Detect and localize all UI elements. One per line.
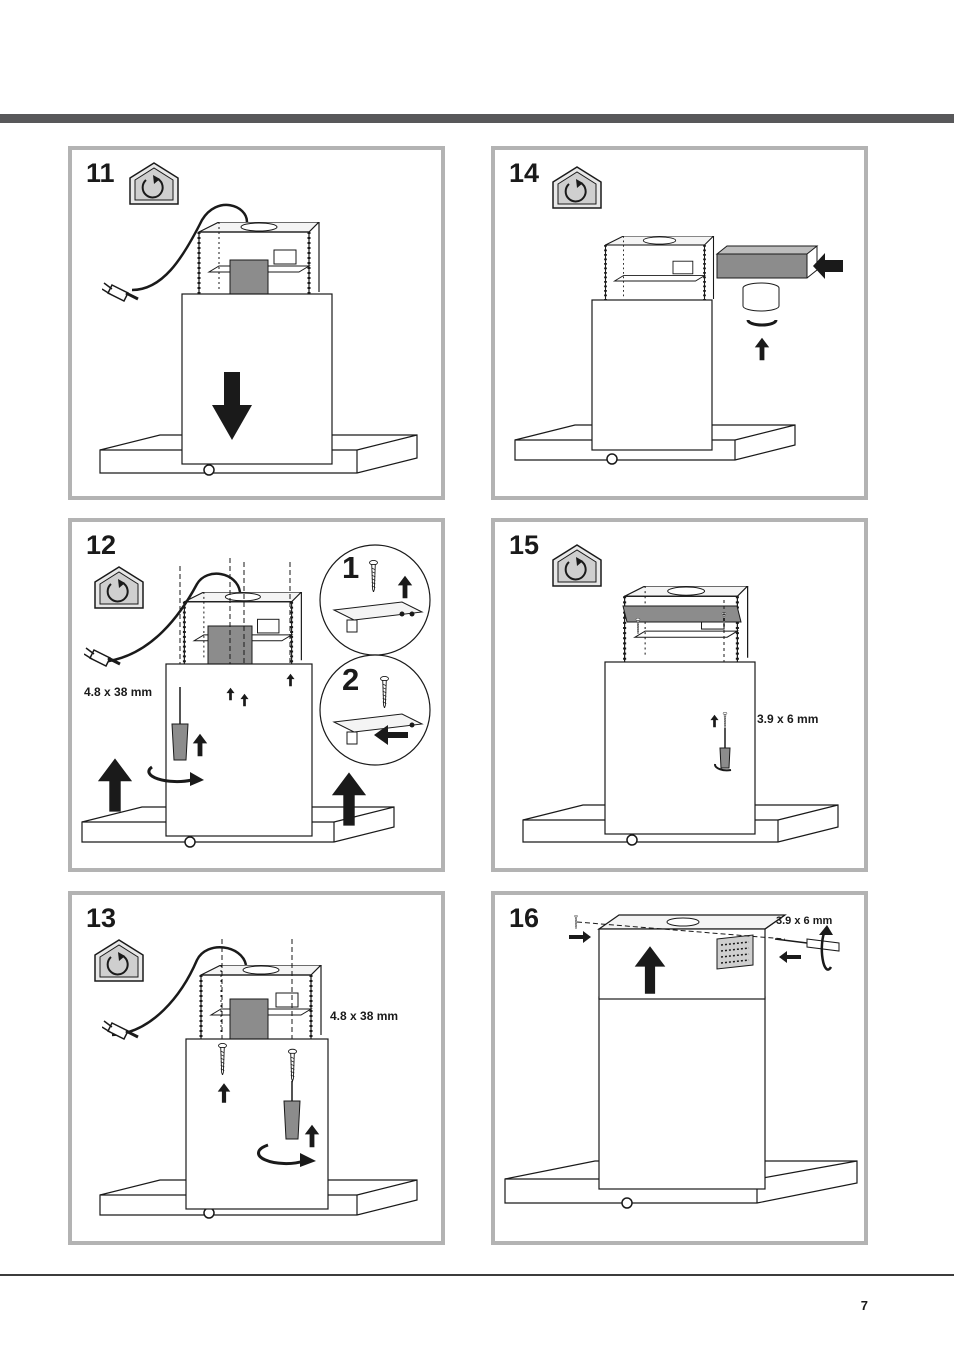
arrow-left-icon: [813, 253, 843, 279]
arrow-down-icon: [212, 372, 252, 440]
detail-1-number: 1: [342, 550, 360, 585]
step-15-illustration: [522, 544, 839, 846]
step-panel-16: 16 3.9 x 6 mm: [491, 891, 868, 1245]
step-number-13: 13: [86, 903, 117, 933]
arrow-left-icon: [779, 951, 801, 963]
recirculation-house-icon: [94, 566, 144, 609]
plug-icon: [102, 281, 140, 303]
recirculation-house-icon: [94, 939, 144, 982]
arrow-left-icon: [374, 725, 408, 745]
screwdriver-icon: [147, 687, 204, 786]
step-13-illustration: [94, 939, 418, 1219]
screwdriver-icon: [774, 925, 840, 971]
step-panel-15: 15 3.9 x 6 mm: [491, 518, 868, 872]
screwdriver-icon: [257, 1081, 316, 1167]
detail-2-number: 2: [342, 662, 360, 697]
screw-size-label: 4.8 x 38 mm: [330, 1009, 399, 1023]
step-number-14: 14: [509, 158, 540, 188]
detail-2-inset: [319, 654, 431, 766]
step-number-12: 12: [86, 530, 117, 560]
detail-1-inset: [319, 544, 431, 656]
screwdriver-icon: [714, 728, 732, 772]
vent-grid: [716, 934, 754, 970]
step-12-illustration: [81, 544, 431, 848]
footer-rule: [0, 1274, 954, 1276]
step-panel-14: 14: [491, 146, 868, 500]
step-panel-13: 13 4.8 x 38 mm: [68, 891, 445, 1245]
top-header-bar: [0, 114, 954, 123]
step-panel-12: 12 4.8 x 38 mm 1 2: [68, 518, 445, 872]
screw-size-label: 3.9 x 6 mm: [757, 712, 819, 726]
step-number-16: 16: [509, 903, 540, 933]
step-14-illustration: [514, 166, 843, 465]
step-number-15: 15: [509, 530, 540, 560]
step-panel-11: 11: [68, 146, 445, 500]
screw-size-label: 4.8 x 38 mm: [84, 685, 153, 699]
arrow-up-icon: [754, 337, 770, 361]
arrow-up-icon: [97, 758, 133, 812]
arrow-right-icon: [569, 931, 591, 943]
page-number: 7: [860, 1298, 868, 1313]
screw-size-label: 3.9 x 6 mm: [776, 915, 833, 927]
recirculation-house-icon: [552, 166, 602, 209]
recirculation-house-icon: [552, 544, 602, 587]
plug-icon: [84, 646, 122, 668]
step-11-illustration: [99, 162, 418, 476]
recirculation-house-icon: [129, 162, 179, 205]
step-16-illustration: [504, 914, 858, 1209]
step-number-11: 11: [86, 158, 115, 188]
